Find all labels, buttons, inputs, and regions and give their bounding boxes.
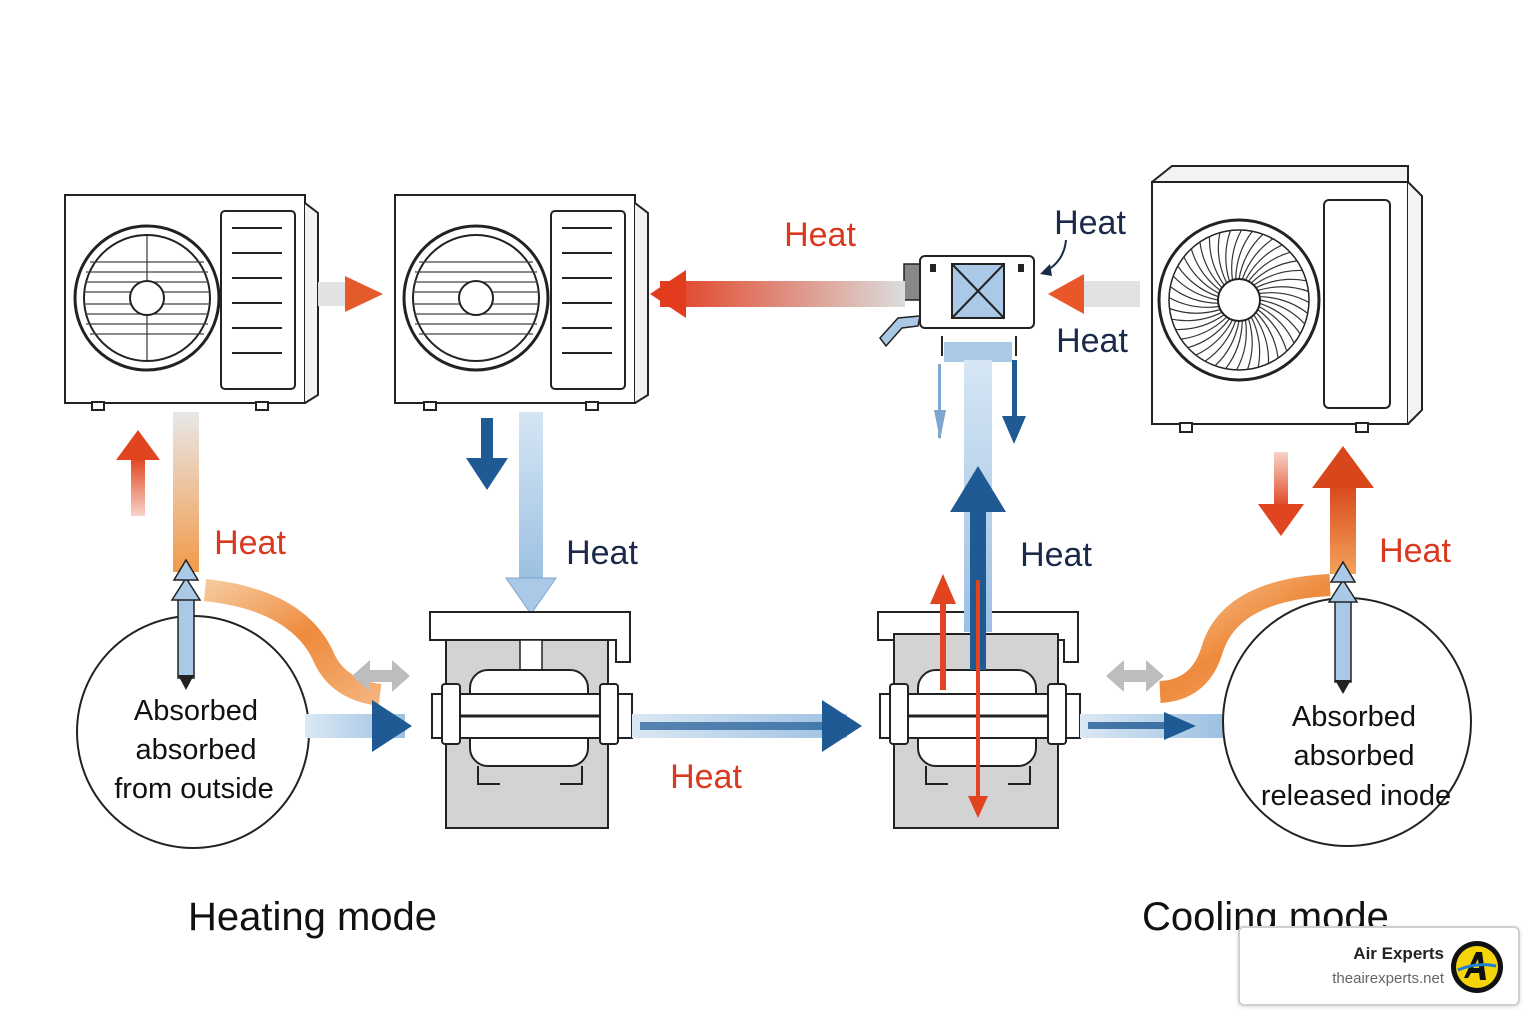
right-circle-line2: absorbed xyxy=(1294,740,1415,772)
left-vertical-pipe xyxy=(173,412,199,572)
label-heat-top-right-2: Heat xyxy=(1056,322,1128,360)
label-heat-right: Heat xyxy=(1379,532,1451,570)
fan-blade xyxy=(1171,311,1223,322)
fan-blade xyxy=(1241,238,1274,280)
unit2-vertical-pipe xyxy=(519,412,543,580)
fan-blade xyxy=(1250,316,1261,368)
compressor-left xyxy=(429,611,633,829)
fan-blade xyxy=(1225,320,1243,370)
fan-blade xyxy=(1190,248,1221,291)
left-orange-curve xyxy=(203,579,382,706)
right-circle-line1: Absorbed xyxy=(1292,701,1416,733)
unit3-to-indoor-arrow xyxy=(1048,274,1084,314)
left-circle-line3: from outside xyxy=(114,773,274,805)
middle-blue-arrow xyxy=(822,700,862,752)
right-pipe-flow xyxy=(1088,722,1168,729)
fan-blade xyxy=(1168,296,1220,308)
left-grey-double-arrow xyxy=(352,660,410,692)
fan-blade xyxy=(1250,260,1298,284)
unit2-down-arrow xyxy=(505,577,557,615)
fan-blade xyxy=(1259,302,1301,335)
fan-blade xyxy=(1169,286,1219,304)
fan-blade xyxy=(1204,320,1237,362)
label-heat-left: Heat xyxy=(214,524,286,562)
fan-blade xyxy=(1231,229,1243,281)
left-circle-line2: absorbed xyxy=(136,734,257,766)
fan-blade xyxy=(1199,241,1223,289)
fan-blade xyxy=(1257,309,1288,352)
top-heat-arrow xyxy=(650,270,686,318)
fan-blade xyxy=(1259,296,1309,314)
compressor-red-down-arrow xyxy=(968,580,988,818)
right-red-down-arrow xyxy=(1258,452,1304,536)
right-circle-line3: released inode xyxy=(1261,780,1451,812)
right-blue-arrow xyxy=(1164,712,1196,740)
compressor-red-up-arrow xyxy=(930,574,956,690)
fan-blade xyxy=(1187,318,1230,349)
indoor-cassette-icon xyxy=(879,255,1035,362)
outdoor-unit-left xyxy=(64,194,319,411)
fan-blade xyxy=(1214,320,1240,367)
fan-blade xyxy=(1235,230,1253,280)
outdoor-unit-center xyxy=(394,194,649,411)
fan-blade xyxy=(1183,256,1220,295)
top-heat-pipe xyxy=(660,281,905,307)
left-circle-line1: Absorbed xyxy=(134,695,258,727)
label-heat-top: Heat xyxy=(784,216,856,254)
fan-blade xyxy=(1246,318,1253,370)
indoor-drip-arrows xyxy=(934,360,1026,444)
fan-blade xyxy=(1217,232,1228,284)
fan-blade xyxy=(1235,319,1247,371)
fan-blade xyxy=(1253,269,1303,286)
fan-blade xyxy=(1238,233,1264,280)
right-orange-up-arrow xyxy=(1312,446,1374,574)
fan-blade xyxy=(1208,236,1225,286)
label-heat-bottom: Heat xyxy=(670,758,742,796)
fan-blade xyxy=(1259,299,1306,325)
fan-blade xyxy=(1175,314,1225,331)
label-heat-top-right-1: Heat xyxy=(1054,204,1126,242)
fan-blade xyxy=(1244,244,1283,281)
fan-blade xyxy=(1255,311,1279,359)
label-heat-center-left: Heat xyxy=(566,534,638,572)
right-double-up-arrow xyxy=(1327,560,1359,694)
fan-blade xyxy=(1180,316,1228,340)
middle-pipe-flow xyxy=(640,722,830,730)
right-grey-double-arrow xyxy=(1106,660,1164,692)
fan-blade xyxy=(1257,286,1309,293)
center-left-down-arrow xyxy=(466,418,508,490)
fan-blade xyxy=(1248,251,1291,282)
fan-blade xyxy=(1253,314,1270,364)
outdoor-unit-right xyxy=(1151,165,1423,433)
left-red-up-arrow xyxy=(116,430,160,516)
fan-blade xyxy=(1177,265,1219,298)
fan-blade xyxy=(1258,305,1295,344)
label-heat-center-right: Heat xyxy=(1020,536,1092,574)
right-orange-curve xyxy=(1158,574,1331,703)
fan-blade xyxy=(1172,275,1219,301)
fan-blade xyxy=(1169,307,1221,314)
air-experts-logo xyxy=(1451,941,1503,993)
fan-blade xyxy=(1258,292,1310,304)
fan-blade xyxy=(1195,319,1234,356)
left-double-up-arrow xyxy=(170,558,202,690)
badge-name: Air Experts xyxy=(1353,944,1444,963)
small-curved-arrowhead xyxy=(1040,264,1052,276)
fan-blade xyxy=(1225,230,1232,282)
heating-mode-title: Heating mode xyxy=(188,895,437,939)
fan-blade xyxy=(1255,278,1307,289)
unit3-connector xyxy=(1080,281,1140,307)
unit1-unit2-arrow xyxy=(345,276,383,312)
left-blue-arrow xyxy=(372,700,412,752)
badge-url: theairexperts.net xyxy=(1332,970,1444,987)
indoor-up-arrowhead xyxy=(950,466,1006,512)
air-experts-badge[interactable]: Air Experts theairexperts.net xyxy=(1238,926,1520,1006)
